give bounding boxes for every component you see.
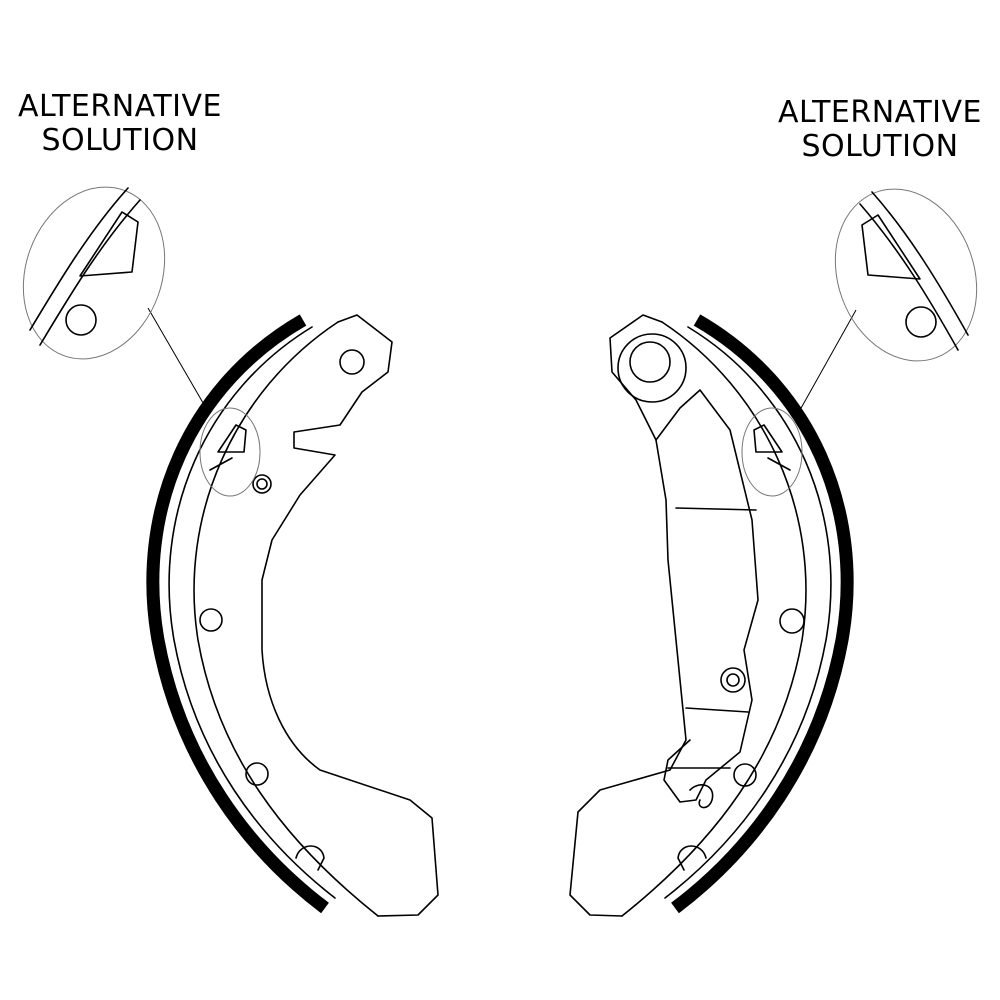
left-callout-detail <box>22 186 166 360</box>
left-callout-ellipse <box>22 186 166 360</box>
left-callout-hole <box>65 304 97 336</box>
right-slot-line <box>767 457 791 471</box>
left-lining <box>146 314 329 914</box>
left-rivet-hole-2 <box>245 762 269 786</box>
right-callout-rim-2 <box>859 203 959 351</box>
right-web <box>569 314 687 917</box>
left-callout-slot <box>79 211 139 277</box>
right-brake-shoe <box>569 314 854 917</box>
left-lower-notch <box>295 845 325 871</box>
right-detail-circle <box>741 407 803 497</box>
left-callout-rim-2 <box>39 199 141 346</box>
right-lever-divider-2 <box>685 707 749 713</box>
right-lever-divider-1 <box>675 507 757 511</box>
right-callout-rim-1 <box>871 191 969 336</box>
right-pivot-outer <box>617 333 687 403</box>
left-detail-circle <box>199 407 261 497</box>
callout-label-right-line2: SOLUTION <box>801 129 959 164</box>
right-pin-inner <box>726 673 740 687</box>
right-hook <box>689 784 714 809</box>
left-pin-inner <box>256 478 268 490</box>
left-rim-outer <box>168 326 336 899</box>
right-leader-line <box>799 309 857 411</box>
left-leader-line <box>147 307 207 409</box>
left-rivet-hole-1 <box>199 608 223 632</box>
callout-label-right-line1: ALTERNATIVE <box>777 95 982 130</box>
right-callout-ellipse <box>834 188 978 362</box>
callout-label-left-line2: SOLUTION <box>41 123 199 158</box>
left-slot-line <box>209 457 233 471</box>
right-rim-inner <box>621 321 807 917</box>
callout-label-right: ALTERNATIVE SOLUTION <box>762 96 998 164</box>
left-upper-hole <box>339 349 365 375</box>
right-lever <box>655 389 759 803</box>
callout-label-left-line1: ALTERNATIVE <box>17 89 222 124</box>
right-callout-hole <box>905 306 937 338</box>
callout-label-left: ALTERNATIVE SOLUTION <box>0 90 240 158</box>
right-pin-outer <box>720 667 746 693</box>
left-slot <box>217 424 247 453</box>
left-pin-outer <box>252 474 272 494</box>
right-rivet-hole-2 <box>733 763 757 787</box>
right-callout-slot <box>861 214 921 280</box>
left-rim-inner <box>193 321 379 917</box>
right-slot <box>753 424 783 453</box>
right-rivet-hole-1 <box>779 608 805 634</box>
right-rim-outer <box>664 326 832 899</box>
right-pivot-inner <box>629 341 671 383</box>
left-callout-rim-1 <box>29 187 129 331</box>
right-callout-detail <box>834 188 978 362</box>
left-brake-shoe <box>146 314 439 917</box>
right-lower-notch <box>677 845 707 871</box>
left-web <box>261 314 439 917</box>
right-lining <box>671 314 854 914</box>
